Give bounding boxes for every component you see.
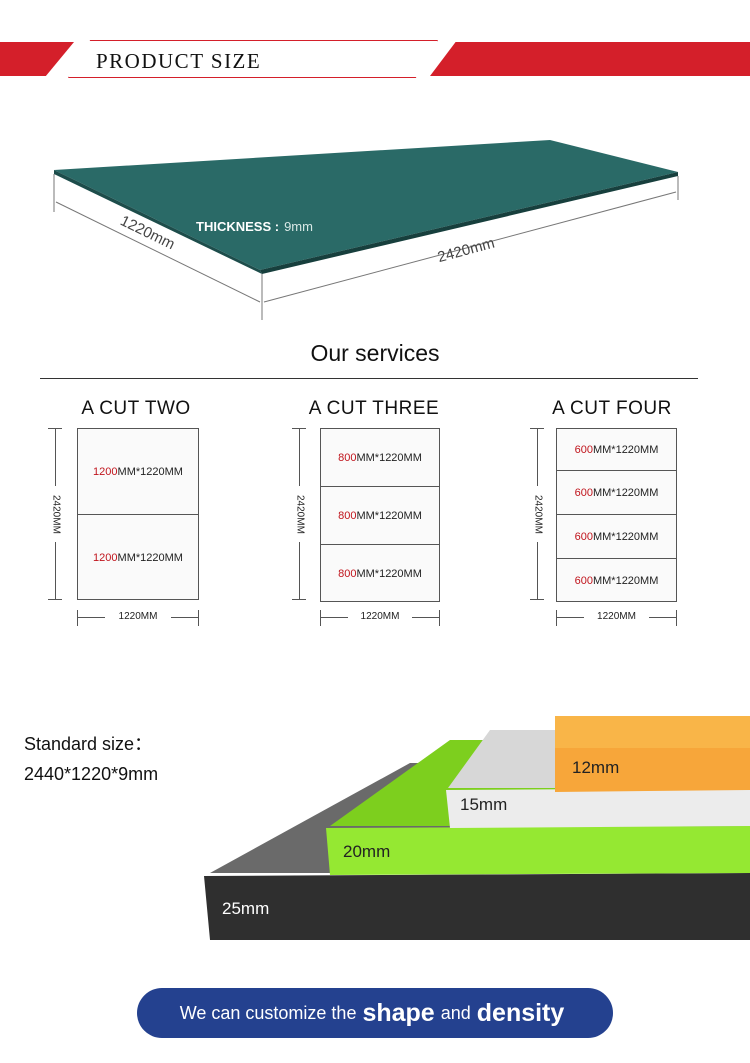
thickness-stack-illustration: 12mm 15mm 20mm 25mm bbox=[204, 716, 750, 940]
layer-15mm-label: 15mm bbox=[460, 795, 507, 814]
layer-25mm-label: 25mm bbox=[222, 899, 269, 918]
panel-top-face bbox=[54, 140, 678, 270]
panel-length-label: 2420mm bbox=[436, 235, 497, 267]
width-label: 1220MM bbox=[118, 611, 158, 622]
customize-prefix: We can customize the bbox=[179, 1002, 357, 1023]
banner-title: PRODUCT SIZE bbox=[96, 49, 262, 73]
width-dimension: 1220MM bbox=[320, 608, 440, 628]
height-dimension: 2420MM bbox=[290, 428, 310, 600]
width-dimension: 1220MM bbox=[77, 608, 199, 628]
banner-red-stripe-left bbox=[0, 42, 74, 76]
standard-size-value: 2440*1220*9mm bbox=[24, 764, 159, 784]
customize-shape-word: shape bbox=[362, 998, 435, 1027]
height-label: 2420MM bbox=[50, 494, 62, 534]
product-size-banner: PRODUCT SIZE bbox=[0, 40, 750, 78]
width-dimension: 1220MM bbox=[556, 608, 677, 628]
banner-red-stripe-right bbox=[430, 42, 750, 76]
width-label: 1220MM bbox=[360, 611, 400, 622]
cut-title: A CUT FOUR bbox=[552, 398, 672, 419]
cut-title: A CUT THREE bbox=[308, 398, 440, 419]
height-dimension: 2420MM bbox=[528, 428, 548, 600]
layer-20mm-label: 20mm bbox=[343, 842, 390, 861]
panel-edge bbox=[54, 170, 262, 274]
height-label: 2420MM bbox=[532, 494, 544, 534]
layer-25mm-front bbox=[204, 873, 750, 940]
panel-illustration: 1220mm 2420mm THICKNESS :9mm bbox=[53, 140, 679, 320]
width-label: 1220MM bbox=[597, 611, 636, 622]
services-title: Our services bbox=[310, 340, 440, 366]
height-dimension: 2420MM bbox=[46, 428, 66, 600]
customize-density-word: density bbox=[476, 998, 565, 1027]
panel-thickness-label: THICKNESS : 9mm bbox=[196, 219, 313, 234]
standard-size-label: Standard size： bbox=[24, 734, 153, 754]
thickness-label-text: THICKNESS : bbox=[196, 219, 279, 234]
panel-front-edge bbox=[260, 172, 678, 274]
layer-12mm-top bbox=[555, 716, 750, 748]
layer-12mm-label: 12mm bbox=[572, 758, 619, 777]
layer-20mm-front bbox=[326, 826, 750, 875]
height-label: 2420MM bbox=[294, 494, 306, 534]
customize-middle: and bbox=[440, 1002, 471, 1023]
cut-title: A CUT TWO bbox=[81, 398, 191, 419]
thickness-value-text: 9mm bbox=[284, 219, 313, 234]
layer-15mm-front bbox=[446, 788, 750, 828]
layer-12mm-front bbox=[555, 748, 750, 792]
customize-banner: We can customize the shape and density bbox=[137, 988, 613, 1038]
services-divider bbox=[40, 378, 698, 379]
